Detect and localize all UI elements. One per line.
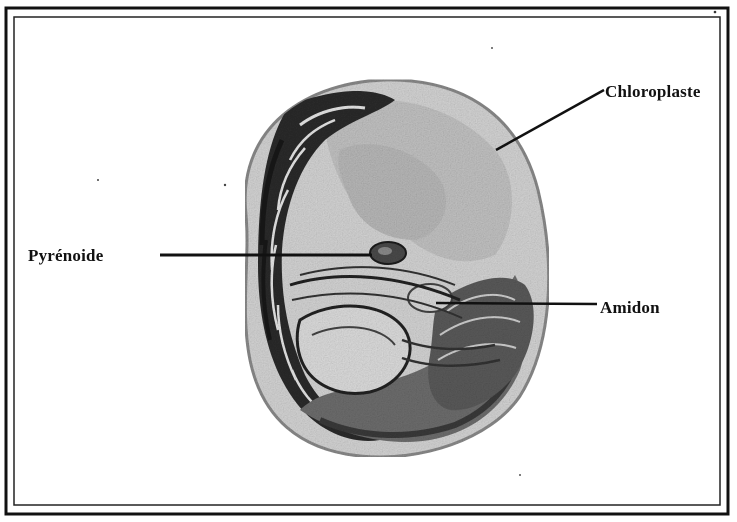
starch-label: Amidon <box>600 298 660 318</box>
starch-leader-line <box>436 303 597 304</box>
cell <box>245 80 548 457</box>
chloroplast-leader-line <box>496 90 604 150</box>
pyrenoid-label: Pyrénoide <box>28 246 103 266</box>
chloroplast-label: Chloroplaste <box>605 82 701 102</box>
